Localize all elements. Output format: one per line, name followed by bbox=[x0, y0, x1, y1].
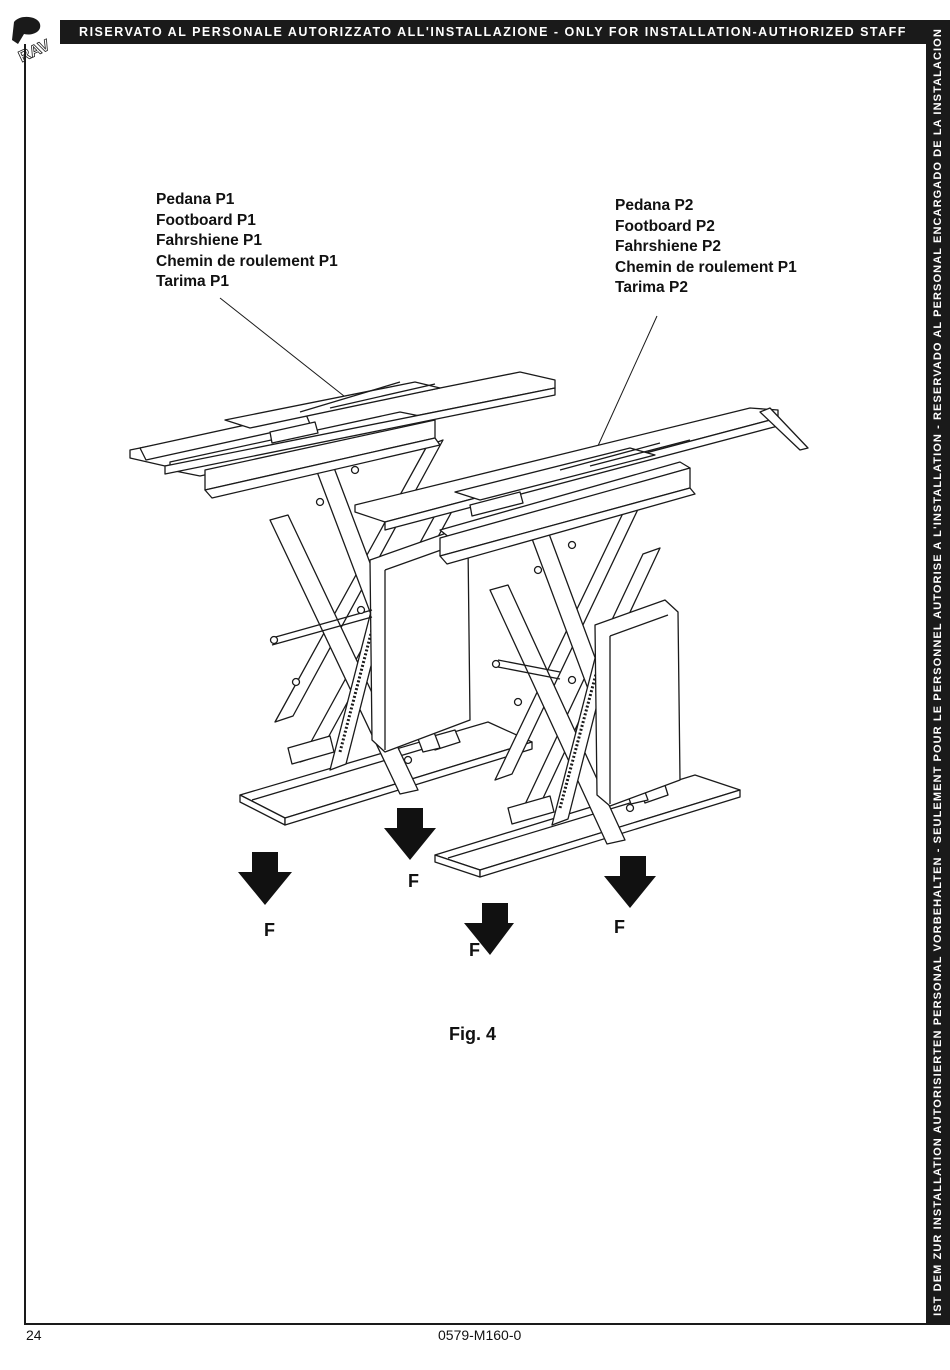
company-logo: RAV bbox=[12, 16, 54, 67]
footboard-p1-label: Pedana P1 Footboard P1 Fahrshiene P1 Che… bbox=[156, 190, 338, 293]
force-label: F bbox=[408, 871, 419, 891]
force-label: F bbox=[264, 920, 275, 940]
page-number: 24 bbox=[26, 1327, 42, 1343]
label-line: Fahrshiene P2 bbox=[615, 238, 721, 255]
force-arrow-icon bbox=[384, 808, 436, 860]
force-arrow-icon bbox=[604, 856, 656, 908]
figure-caption: Fig. 4 bbox=[449, 1024, 497, 1044]
force-arrow-icon bbox=[238, 852, 292, 905]
header-text: RISERVATO AL PERSONALE AUTORIZZATO ALL'I… bbox=[79, 25, 907, 39]
label-line: Fahrshiene P1 bbox=[156, 232, 262, 249]
label-line: Pedana P2 bbox=[615, 197, 694, 214]
label-line: Tarima P1 bbox=[156, 273, 229, 290]
header-banner: RISERVATO AL PERSONALE AUTORIZZATO ALL'I… bbox=[60, 20, 926, 44]
force-label: F bbox=[469, 940, 480, 960]
side-banner: IST DEM ZUR INSTALLATION AUTORISIERTEN P… bbox=[926, 20, 950, 1325]
page-frame-left bbox=[24, 44, 26, 1325]
force-label: F bbox=[614, 917, 625, 937]
label-line: Chemin de roulement P1 bbox=[615, 258, 797, 276]
label-line: Footboard P1 bbox=[156, 211, 256, 229]
label-line: Chemin de roulement P1 bbox=[156, 252, 338, 270]
page-frame-bottom bbox=[24, 1323, 927, 1325]
document-code: 0579-M160-0 bbox=[438, 1327, 522, 1343]
force-arrow-icon bbox=[464, 903, 514, 955]
label-line: Pedana P1 bbox=[156, 191, 235, 208]
footboard-p2-label: Pedana P2 Footboard P2 Fahrshiene P2 Che… bbox=[615, 196, 797, 299]
label-line: Tarima P2 bbox=[615, 279, 688, 296]
label-line: Footboard P2 bbox=[615, 217, 715, 235]
